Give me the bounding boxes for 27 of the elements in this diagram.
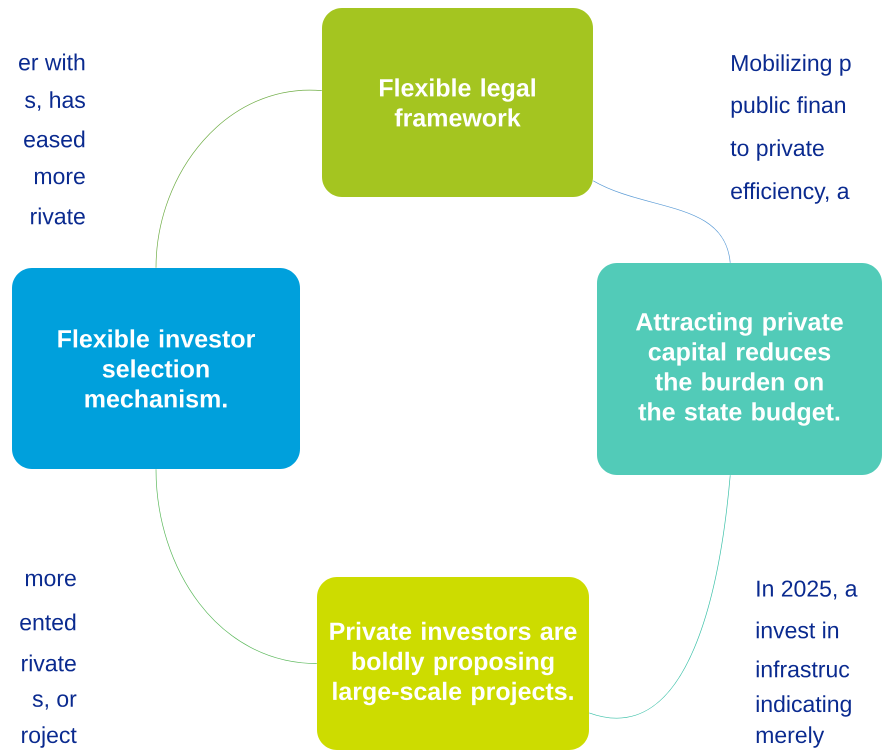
- process-box: Attracting private capital reduces the burden on the state budget.: [597, 263, 882, 475]
- text-line: public finan: [732, 96, 846, 118]
- text-line: merely: [756, 726, 824, 748]
- text-line: roject: [22, 726, 77, 748]
- text-line: rivate: [22, 654, 76, 672]
- connector-arc: [156, 90, 322, 268]
- text-line: invest in: [756, 622, 838, 638]
- text-line: more: [26, 574, 76, 586]
- text-line: s, or: [32, 694, 76, 710]
- process-box: Private investors are boldly proposing large-scale projects.: [317, 577, 589, 750]
- text-line: er with: [19, 54, 84, 70]
- connector-arc: [156, 468, 318, 664]
- process-box: Flexible investor selection mechanism.: [12, 268, 300, 469]
- connector-arc: [588, 474, 731, 718]
- connector-arc: [592, 180, 731, 264]
- text-line: In 2025, a: [757, 580, 858, 600]
- text-line: to private: [730, 139, 824, 161]
- text-line: rivate: [31, 208, 85, 224]
- text-line: eased: [24, 130, 84, 148]
- process-box: Flexible legal framework: [322, 8, 593, 197]
- text-line: Mobilizing p: [732, 54, 851, 76]
- text-line: more: [34, 172, 85, 184]
- text-line: indicating: [756, 695, 851, 717]
- text-line: s, has: [25, 91, 85, 111]
- text-line: ented: [20, 614, 76, 630]
- text-line: infrastruc: [756, 660, 850, 678]
- text-line: efficiency, a: [731, 182, 850, 204]
